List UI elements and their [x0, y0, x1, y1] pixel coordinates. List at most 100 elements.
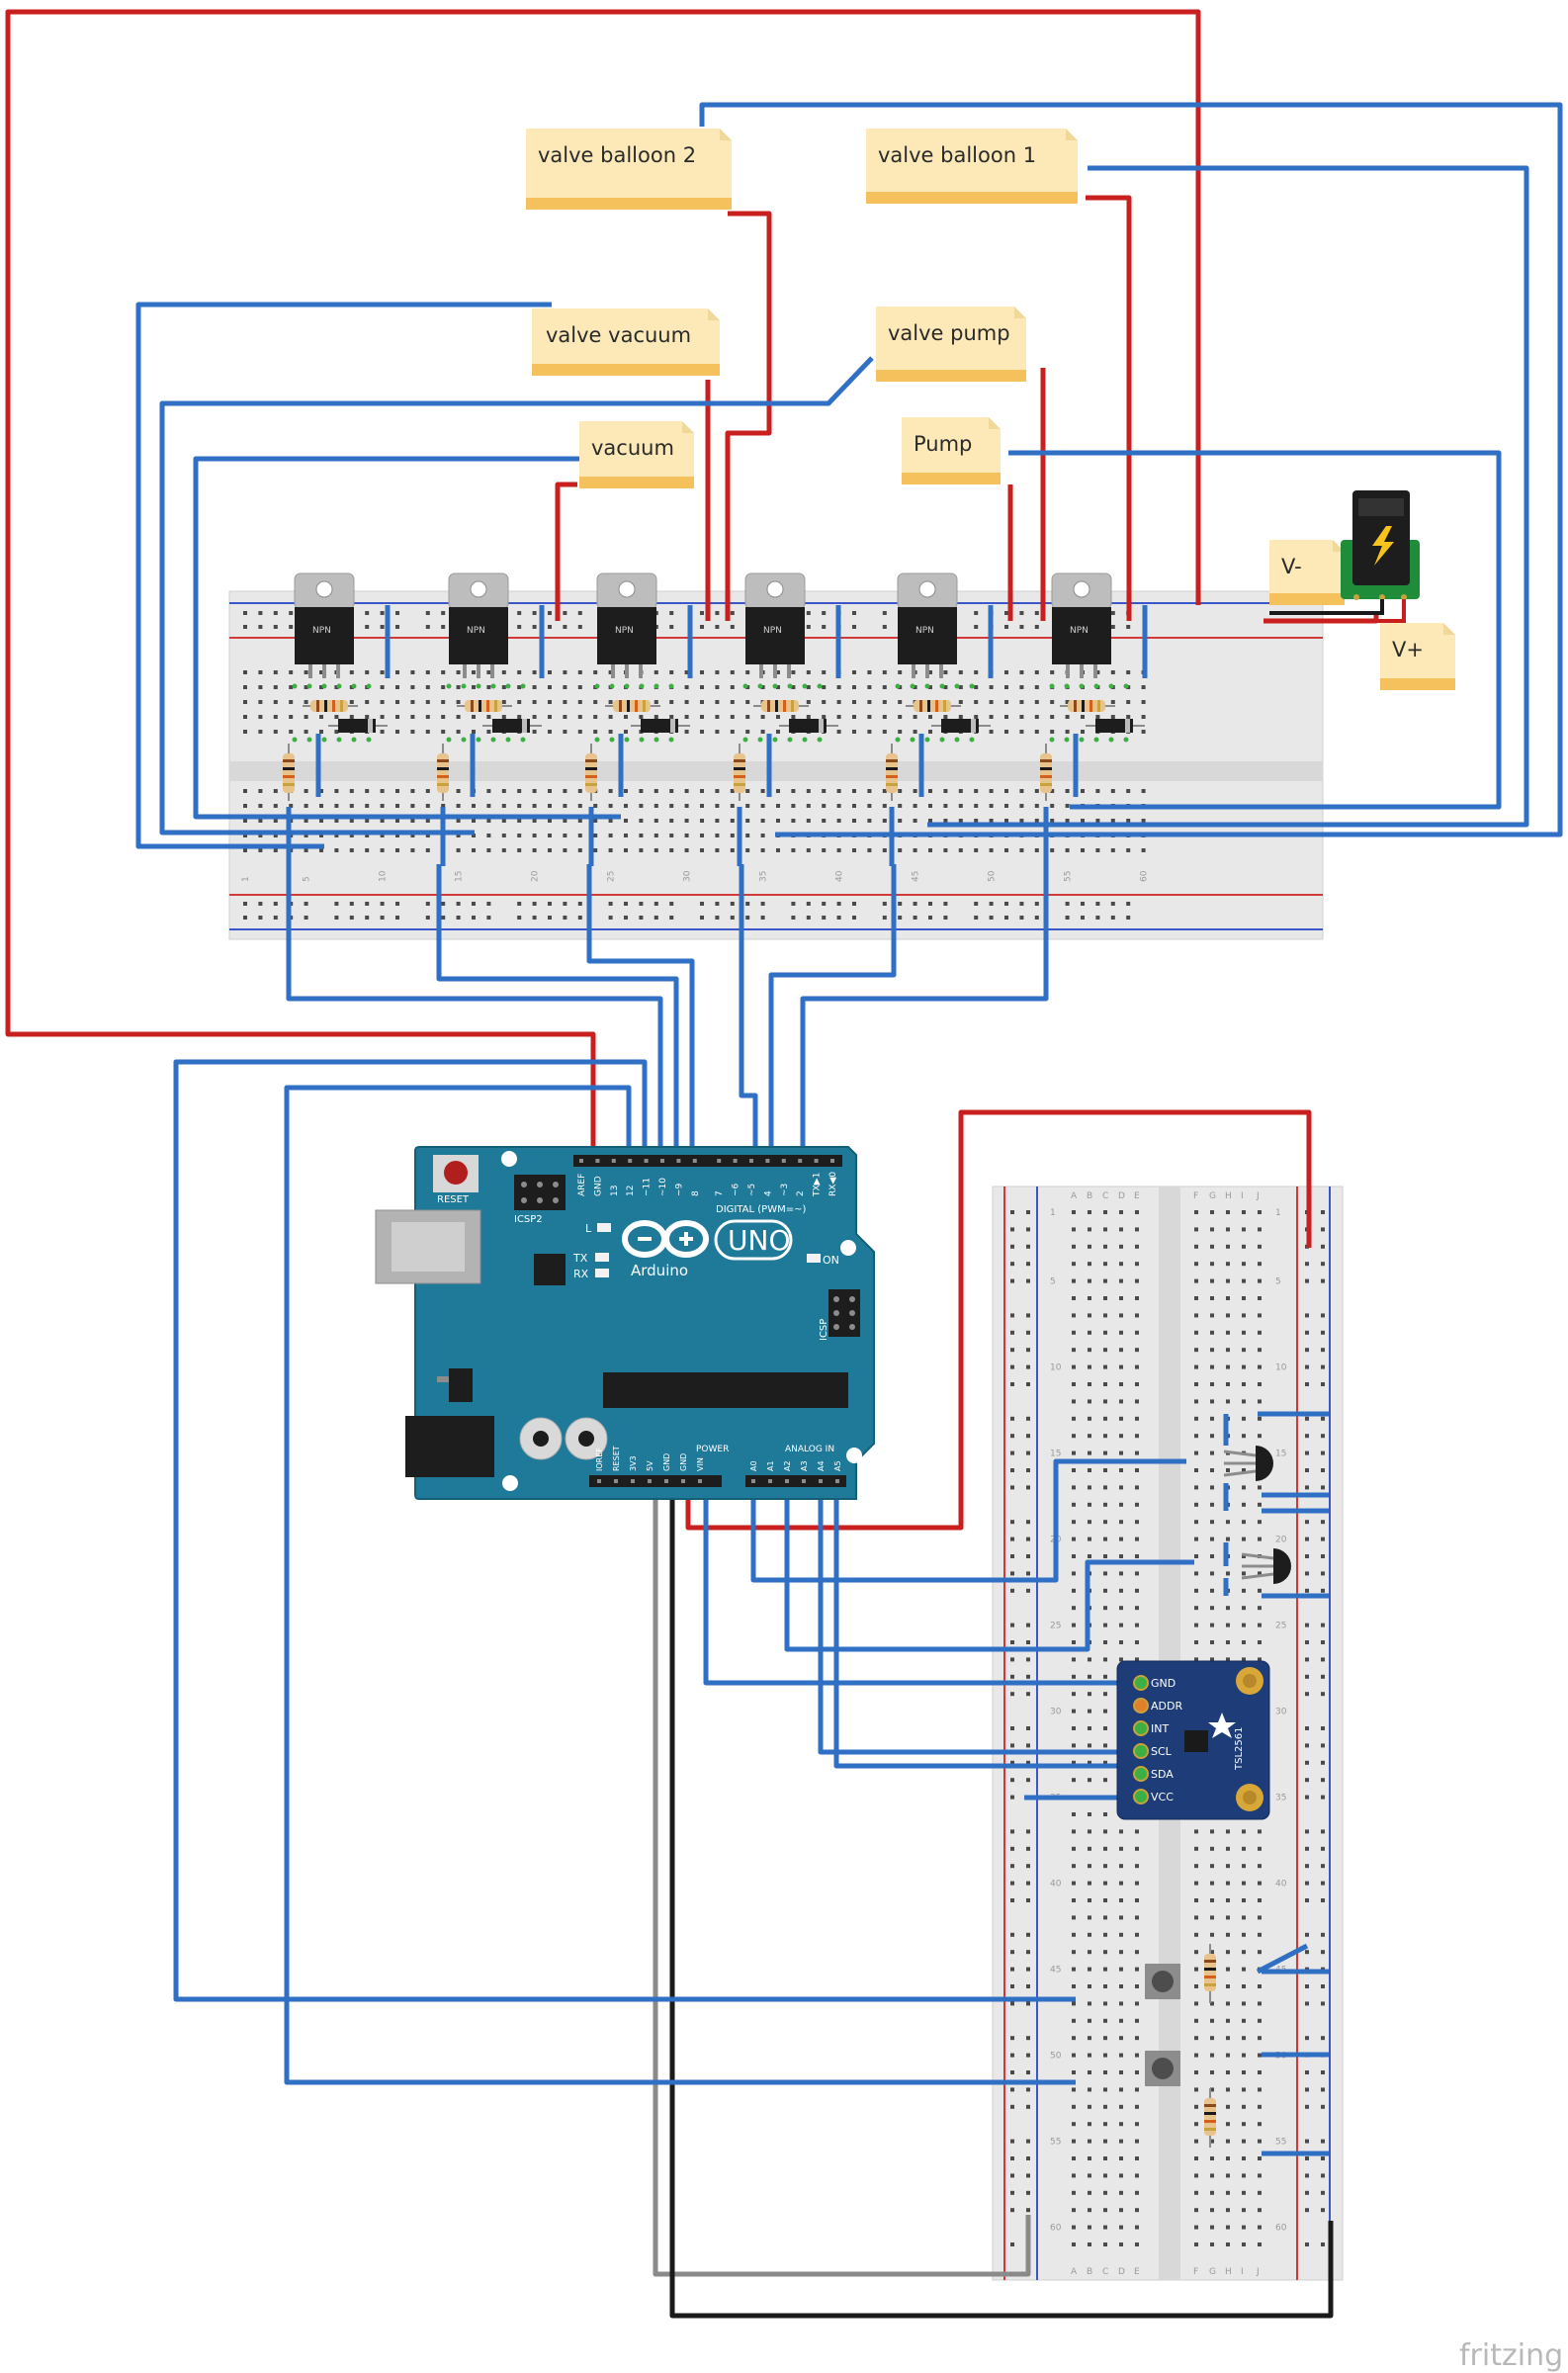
column-letter: B: [1087, 1191, 1092, 1201]
wire-red-vacuum: [555, 482, 577, 621]
icsp-label: ICSP: [819, 1319, 829, 1341]
npn-transistor-to92: [1241, 1548, 1291, 1584]
column-number: 1: [241, 876, 251, 882]
transistor-label: NPN: [312, 626, 331, 636]
resistor: [753, 700, 809, 712]
note-label: valve balloon 1: [878, 143, 1036, 167]
note-valve-balloon-1: valve balloon 1: [866, 129, 1078, 204]
row-number: 40: [1050, 1880, 1062, 1890]
column-letter: D: [1118, 2267, 1125, 2277]
digital-pin-label: ~11: [643, 1178, 653, 1196]
breadboard-top-jumpers: [286, 605, 1148, 866]
notes: valve balloon 2 valve balloon 1 valve va…: [526, 129, 1455, 690]
wire-red-gnd-loop: [5, 9, 1201, 1155]
wire-black-gnd: [669, 1481, 1334, 2319]
column-letter: H: [1225, 2267, 1232, 2277]
column-letter: B: [1087, 2267, 1092, 2277]
driver-channel: NPN: [734, 572, 838, 801]
column-letter: G: [1209, 1191, 1216, 1201]
wires-blue: [135, 102, 1563, 2156]
digital-pin-label: AREF: [577, 1174, 587, 1196]
npn-transistor: NPN: [448, 572, 509, 678]
digital-pin-label: RX◀0: [828, 1172, 838, 1196]
diode: [631, 719, 690, 733]
resistor: [1204, 1944, 1216, 2003]
note-valve-pump: valve pump: [876, 307, 1026, 382]
digital-pin-label: ~10: [658, 1178, 668, 1196]
sensor-pin-label: ADDR: [1151, 1700, 1182, 1713]
row-number: 55: [1050, 2138, 1061, 2148]
digital-pin-label: 2: [796, 1190, 806, 1196]
note-label: valve vacuum: [546, 323, 691, 347]
npn-transistor-to92: [1223, 1446, 1273, 1481]
driver-channel: NPN: [437, 572, 542, 801]
column-number: 25: [607, 871, 617, 882]
arduino-brand: Arduino: [631, 1262, 688, 1279]
power-pin-label: GND: [662, 1453, 671, 1471]
digital-pin-label: ~5: [747, 1184, 757, 1196]
row-number: 30: [1050, 1708, 1062, 1717]
digital-pin-label: TX▶1: [813, 1173, 823, 1197]
power-pin-label: 3V3: [629, 1455, 638, 1471]
resistor: [437, 744, 449, 801]
arduino-logo: UNO Arduino: [622, 1219, 793, 1279]
column-letter: J: [1256, 2267, 1260, 2277]
breadboard-bottom-holes: [1010, 1210, 1325, 2246]
wire-blue-pump-feed: [1008, 450, 1502, 810]
driver-channel: NPN: [886, 572, 991, 801]
sensor-pin-label: SDA: [1151, 1768, 1174, 1781]
sensor-name: TSL2561: [1234, 1727, 1245, 1771]
analog-pin-label: A0: [749, 1460, 758, 1471]
analog-pin-label: A2: [783, 1460, 792, 1471]
wire-blue-valve-pump-feed: [159, 356, 874, 835]
row-number: 5: [1275, 1277, 1281, 1287]
resistor: [605, 700, 660, 712]
lightning-icon: [1372, 526, 1394, 566]
resistor: [1060, 700, 1115, 712]
power-pin-label: VIN: [696, 1457, 705, 1471]
column-number: 45: [912, 871, 921, 882]
fritzing-watermark: fritzing: [1459, 2338, 1563, 2373]
wire-blue-a1: [784, 1481, 1194, 1652]
wire-blue-d11: [286, 864, 663, 1155]
column-number: 50: [988, 870, 998, 882]
wire-blue-a0: [750, 1458, 1186, 1583]
wire-blue-valve-vacuum-feed: [135, 302, 552, 849]
wire-blue-a4: [818, 1481, 1141, 1755]
column-letter: I: [1241, 1191, 1244, 1201]
row-number: 25: [1050, 1622, 1061, 1631]
analog-pin-label: A3: [800, 1460, 809, 1471]
wire-blue-jumper: [1256, 1943, 1309, 1975]
row-number: 40: [1275, 1880, 1287, 1890]
resistor: [1040, 744, 1052, 801]
wires-grey-black: [653, 1481, 1334, 2319]
wire-blue-button-2: [284, 1085, 1076, 2085]
column-letter: A: [1071, 2267, 1078, 2277]
row-number: 35: [1275, 1794, 1286, 1803]
digital-pin-label: 8: [691, 1190, 701, 1196]
power-pin-label: RESET: [612, 1446, 621, 1471]
note-label: valve balloon 2: [538, 143, 696, 167]
row-number: 1: [1275, 1208, 1281, 1218]
wire-blue-vacuum-feed: [193, 456, 621, 820]
arduino-model: UNO: [728, 1224, 790, 1257]
column-number: 30: [683, 870, 693, 882]
digital-pin-label: 12: [626, 1186, 636, 1196]
note-label: vacuum: [591, 436, 674, 460]
row-number: 30: [1275, 1708, 1287, 1717]
wire-red-valve-balloon-1: [1086, 195, 1132, 621]
diode: [779, 719, 838, 733]
led-l-label: L: [585, 1222, 592, 1235]
npn-transistor: NPN: [596, 572, 657, 678]
digital-pin-label: ~6: [732, 1183, 741, 1196]
wire-blue-d9: [586, 864, 695, 1155]
sensor-pin-label: VCC: [1151, 1791, 1174, 1803]
note-label: Pump: [914, 432, 972, 456]
wire-blue-3v3: [703, 1481, 1141, 1686]
resistor: [585, 744, 597, 801]
column-number: 40: [835, 870, 845, 882]
column-letter: C: [1102, 1191, 1108, 1201]
